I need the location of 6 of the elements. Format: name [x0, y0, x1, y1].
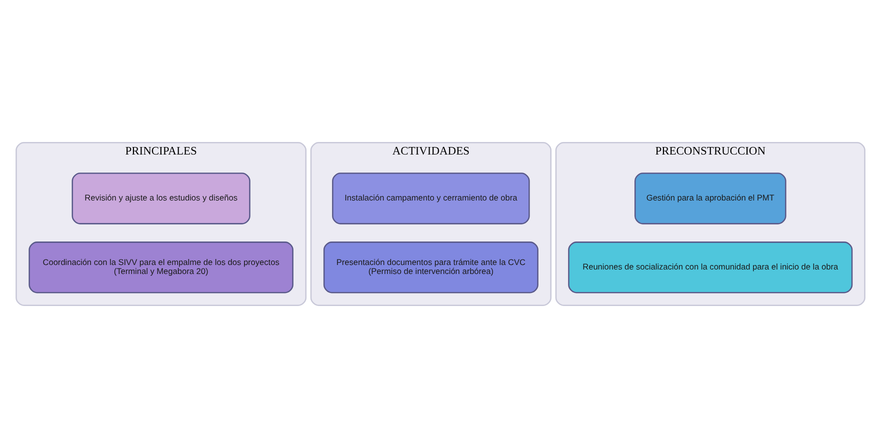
node-box: Gestión para la aprobación el PMT: [634, 172, 786, 224]
node-box: Coordinación con la SIVV para el empalme de los dos proyectos (Terminal y Megabora 20): [28, 241, 294, 293]
node-box: Presentación documentos para trámite ante la CVC (Permiso de intervención arbórea): [323, 241, 538, 293]
node-box: Reuniones de socialización con la comunidad para el inicio de la obra: [568, 241, 853, 293]
node-box: Instalación campamento y cerramiento de obra: [332, 172, 530, 224]
node-box: Revisión y ajuste a los estudios y diseños: [72, 172, 250, 224]
